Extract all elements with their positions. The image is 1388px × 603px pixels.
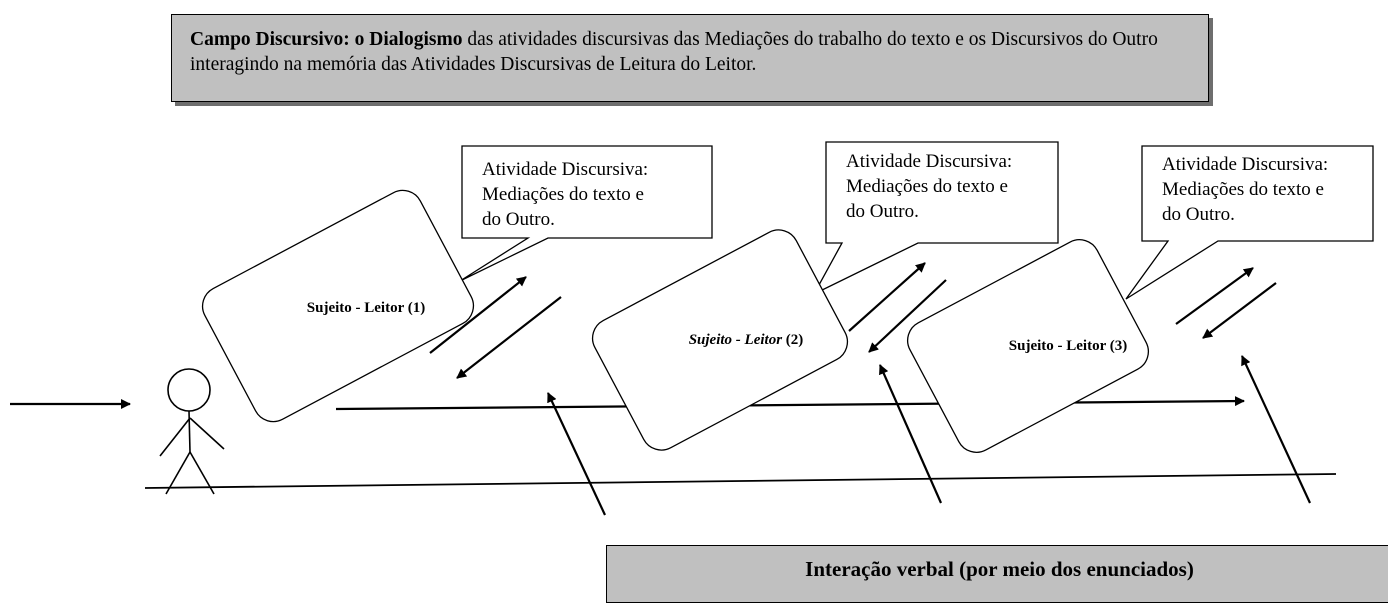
ground-line [144, 473, 1337, 489]
callout-2-line-1: Atividade Discursiva: [846, 151, 1012, 172]
reader-3-label: Sujeito - Leitor (3) [1009, 338, 1127, 354]
callout-3-line-2: Mediações do texto e [1162, 179, 1324, 200]
exchange-arrows-2 [848, 262, 947, 353]
dialogism-field-title: Campo Discursivo: o Dialogismo [190, 29, 463, 50]
callout-3: Atividade Discursiva: Mediações do texto… [1125, 145, 1374, 300]
stick-figure-icon [159, 368, 225, 495]
verbal-interaction-label: Interação verbal (por meio dos enunciado… [805, 557, 1194, 581]
callout-1-line-3: do Outro. [482, 209, 555, 230]
dialogism-field-description: das atividades discursivas das Mediações… [190, 29, 1158, 75]
callout-2-line-2: Mediações do texto e [846, 176, 1008, 197]
callout-1-line-2: Mediações do texto e [482, 184, 644, 205]
interaction-arrows [547, 355, 1311, 516]
callout-1-line-1: Atividade Discursiva: [482, 159, 648, 180]
exchange-arrows-3 [1175, 267, 1277, 339]
callout-3-line-3: do Outro. [1162, 204, 1235, 225]
dialogism-field-box: Campo Discursivo: o Dialogismo das ativi… [171, 14, 1209, 102]
reader-2-label: Sujeito - Leitor (2) [689, 332, 804, 348]
reader-box-2: Sujeito - Leitor (2) [591, 229, 849, 451]
verbal-interaction-box: Interação verbal (por meio dos enunciado… [606, 545, 1388, 603]
reader-box-1: Sujeito - Leitor (1) [201, 189, 475, 423]
callout-2: Atividade Discursiva: Mediações do texto… [812, 141, 1059, 296]
reader-box-3: Sujeito - Leitor (3) [907, 239, 1149, 453]
reading-diagram: Atividade Discursiva: Mediações do texto… [10, 141, 1374, 516]
callout-1: Atividade Discursiva: Mediações do texto… [459, 145, 713, 282]
timeline-arrow [335, 396, 1245, 411]
exchange-arrows-1 [429, 276, 562, 379]
callout-3-line-1: Atividade Discursiva: [1162, 154, 1328, 175]
callout-2-line-3: do Outro. [846, 201, 919, 222]
reader-1-label: Sujeito - Leitor (1) [307, 300, 425, 316]
